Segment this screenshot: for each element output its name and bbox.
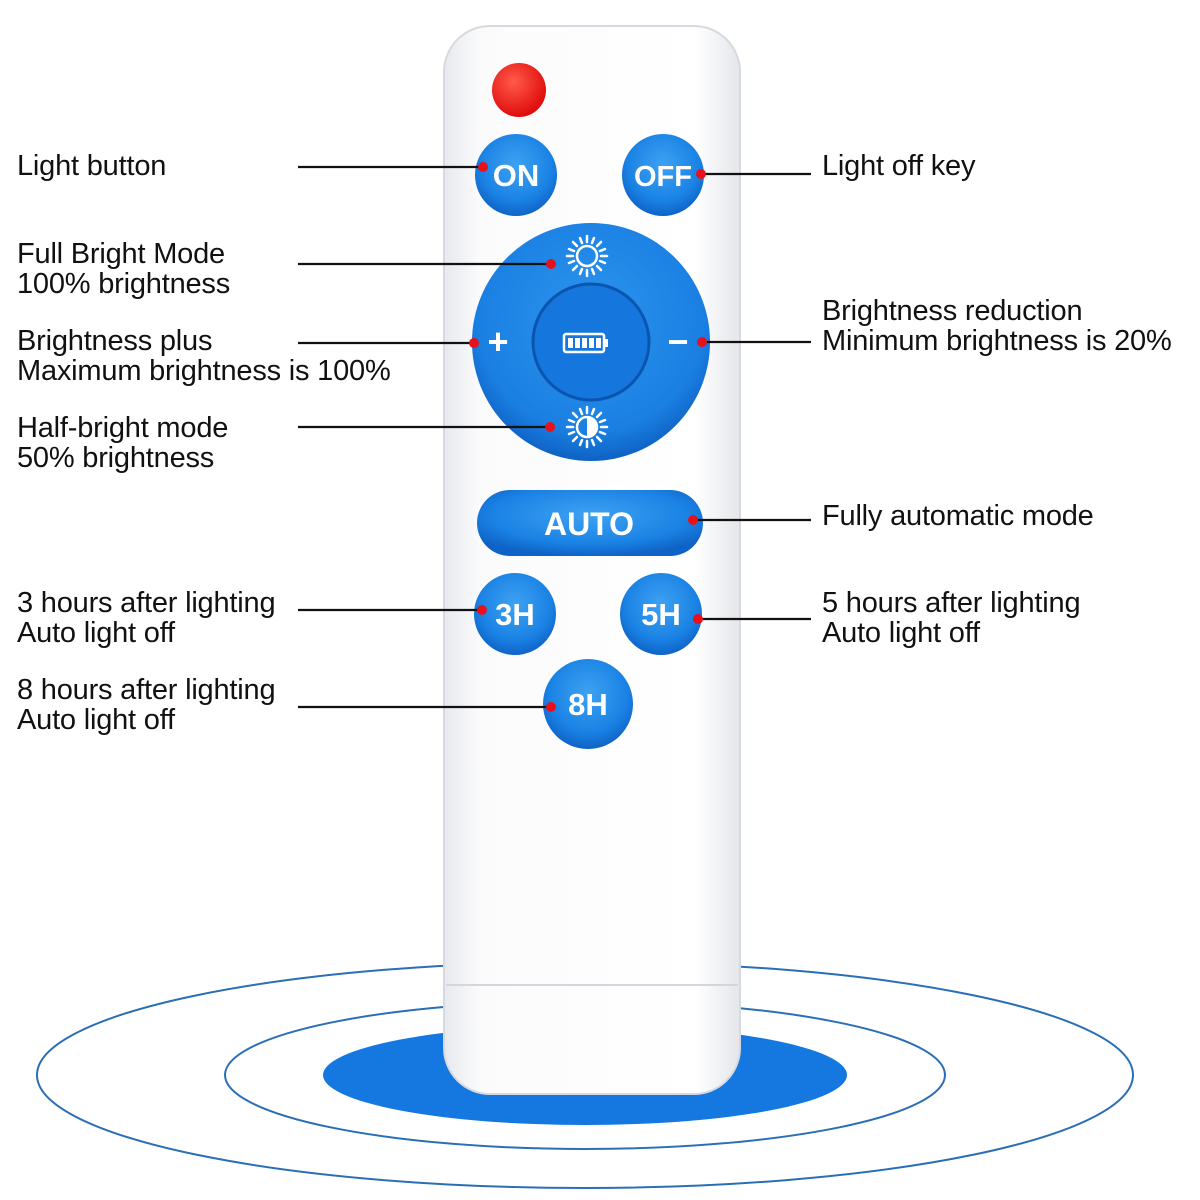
label-light-off-key: Light off key	[822, 151, 975, 181]
label-brightness-plus-line1: Brightness plus	[17, 325, 213, 357]
label-8-hours-line1: 8 hours after lighting	[17, 674, 276, 706]
label-5-hours-line2: Auto light off	[822, 617, 980, 649]
label-auto-mode: Fully automatic mode	[822, 501, 1094, 531]
label-3-hours-line1: 3 hours after lighting	[17, 587, 276, 619]
label-half-bright-line2: 50% brightness	[17, 442, 215, 474]
timer-5h-button[interactable]: 5H	[620, 573, 702, 655]
off-button-label: OFF	[634, 161, 692, 193]
label-light-off-key-line1: Light off key	[822, 150, 976, 182]
label-3-hours-line2: Auto light off	[17, 617, 175, 649]
label-auto-mode-line1: Fully automatic mode	[822, 500, 1094, 532]
timer-3h-button[interactable]: 3H	[474, 573, 556, 655]
off-button[interactable]: OFF	[622, 134, 704, 216]
label-full-bright-line2: 100% brightness	[17, 268, 231, 300]
label-brightness-reduction-line2: Minimum brightness is 20%	[822, 325, 1172, 357]
label-brightness-plus-line2: Maximum brightness is 100%	[17, 355, 391, 387]
on-button-label: ON	[493, 158, 540, 193]
label-8-hours-line2: Auto light off	[17, 704, 175, 736]
label-8-hours: 8 hours after lighting Auto light off	[17, 674, 276, 736]
label-brightness-plus: Brightness plus Maximum brightness is 10…	[17, 326, 391, 386]
auto-button[interactable]: AUTO	[477, 490, 703, 556]
full-bright-sun-icon[interactable]	[565, 234, 609, 278]
half-bright-sun-icon[interactable]	[565, 405, 609, 449]
timer-5h-label: 5H	[641, 597, 681, 632]
label-5-hours-line1: 5 hours after lighting	[822, 587, 1081, 619]
brightness-minus-button[interactable]: −	[667, 321, 688, 362]
auto-button-label: AUTO	[544, 506, 634, 542]
indicator-led	[492, 63, 546, 117]
brightness-plus-button[interactable]: +	[487, 321, 508, 362]
leader-dots	[469, 162, 707, 712]
on-button[interactable]: ON	[475, 134, 557, 216]
battery-icon[interactable]	[562, 332, 608, 354]
label-brightness-reduction-line1: Brightness reduction	[822, 295, 1083, 327]
label-half-bright-line1: Half-bright mode	[17, 412, 229, 444]
label-light-button-line1: Light button	[17, 150, 167, 182]
timer-8h-label: 8H	[568, 687, 608, 722]
timer-8h-button[interactable]: 8H	[543, 659, 633, 749]
timer-3h-label: 3H	[495, 597, 535, 632]
label-half-bright: Half-bright mode 50% brightness	[17, 413, 228, 473]
leader-lines	[298, 165, 811, 709]
label-light-button: Light button	[17, 151, 166, 181]
label-full-bright: Full Bright Mode 100% brightness	[17, 239, 230, 299]
label-full-bright-line1: Full Bright Mode	[17, 238, 225, 270]
label-5-hours: 5 hours after lighting Auto light off	[822, 587, 1081, 649]
label-3-hours: 3 hours after lighting Auto light off	[17, 587, 276, 649]
label-brightness-reduction: Brightness reduction Minimum brightness …	[822, 296, 1172, 356]
